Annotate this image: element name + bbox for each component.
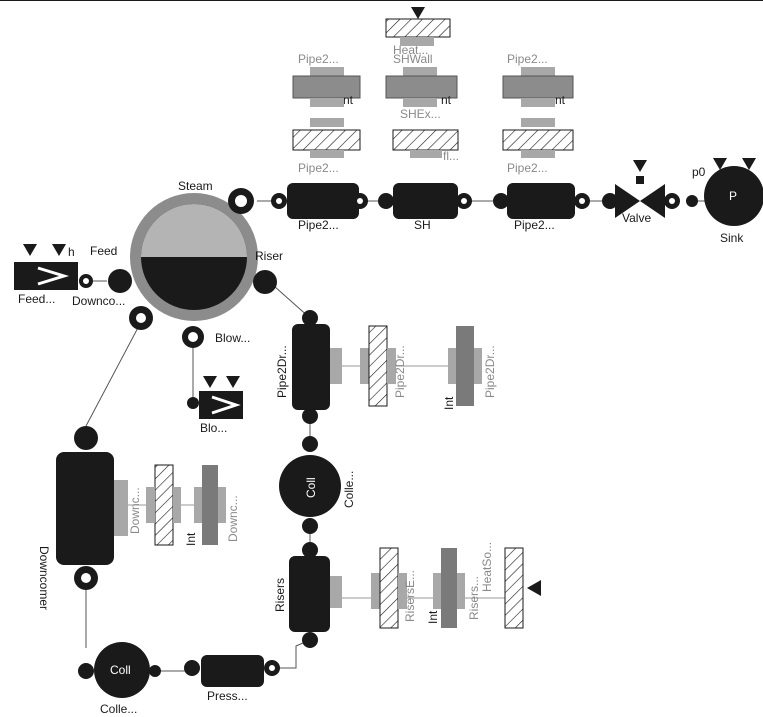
colle-bottom-label: Colle... xyxy=(100,702,137,716)
drum[interactable]: Steam Riser Feed Downco... Blow... xyxy=(72,179,283,348)
risers-wall-label: RisersE... xyxy=(403,570,417,622)
downc-ex-label: Downc... xyxy=(226,495,240,542)
sh-label: SH xyxy=(414,218,431,232)
p0-label: p0 xyxy=(692,165,706,179)
riser-label: Riser xyxy=(255,249,283,263)
heat-source-label: Heat... xyxy=(393,43,428,57)
sink[interactable]: P p0 Sink xyxy=(686,158,763,245)
pipe2-stack-left[interactable]: Pipe2... nt Pipe2... xyxy=(292,52,361,175)
sink-label: Sink xyxy=(720,231,744,245)
heatso-input-arrow-icon xyxy=(527,580,541,596)
heat-source-risers[interactable]: HeatSo... xyxy=(480,542,541,629)
blow-label: Blow... xyxy=(215,331,250,345)
pipe2dr[interactable]: Pipe2Dr... Pipe2Dr... Int Pipe2Dr... xyxy=(275,310,497,424)
blo-input-arrow-icon xyxy=(203,376,217,388)
heatso-label: HeatSo... xyxy=(480,542,494,592)
risers[interactable]: Risers RisersE... Int Risers... xyxy=(273,542,481,648)
downco-label: Downco... xyxy=(72,294,125,308)
nt-label-mid: nt xyxy=(441,93,452,107)
pipe2-mid-label-left: Pipe2... xyxy=(298,161,339,175)
coll-bottom-label: Coll xyxy=(110,663,131,677)
downc-wall-label: Downc... xyxy=(128,487,142,534)
pipe2-steam-c[interactable]: Pipe2... xyxy=(493,183,590,232)
valve[interactable]: Valve xyxy=(602,160,680,225)
press-label: Press... xyxy=(207,689,248,703)
pipe2-stack-right[interactable]: Pipe2... nt Pipe2... xyxy=(502,52,574,175)
sink-input-arrow-2-icon xyxy=(742,158,756,170)
pipe2-a-label: Pipe2... xyxy=(298,218,339,232)
pipe2-c-label: Pipe2... xyxy=(514,218,555,232)
blo-label: Blo... xyxy=(200,421,227,435)
nt-label-right: nt xyxy=(555,93,566,107)
pipe2-steam-a[interactable]: Pipe2... xyxy=(271,183,368,232)
feed-top-label: Feed xyxy=(90,244,117,258)
feed-input-arrow-2-icon xyxy=(52,244,66,256)
collector-bottom[interactable]: Coll Colle... xyxy=(78,642,161,716)
sh-stack[interactable]: SHWall nt SHEx... fl... xyxy=(385,52,459,163)
risers-ex-label: Risers... xyxy=(467,576,481,620)
pipe2dr-wall-label: Pipe2Dr... xyxy=(393,345,407,398)
sink-p-label: P xyxy=(729,189,737,203)
feed-label: Feed... xyxy=(18,292,55,306)
int-label-b: Int xyxy=(184,532,198,546)
blo-input-arrow-2-icon xyxy=(226,376,240,388)
feed-source[interactable]: h Feed... xyxy=(14,244,93,306)
pressure-drop[interactable]: Press... xyxy=(184,655,280,703)
nt-label-left: nt xyxy=(343,93,354,107)
pipe2-mid-label-right: Pipe2... xyxy=(507,161,548,175)
feed-h-label: h xyxy=(68,245,75,259)
colle-mid-label: Colle... xyxy=(342,471,356,508)
shex-label: SHEx... xyxy=(400,107,441,121)
downcomer-label: Downcomer xyxy=(37,546,51,610)
steam-label: Steam xyxy=(178,179,213,193)
int-label-a: Int xyxy=(442,396,456,410)
feed-input-arrow-icon xyxy=(23,244,37,256)
superheater[interactable]: SH xyxy=(378,183,472,232)
downcomer[interactable]: Downcomer Downc... Int Downc... xyxy=(37,426,240,610)
pipe2dr-ex-label: Pipe2Dr... xyxy=(483,345,497,398)
fl-label: fl... xyxy=(443,149,459,163)
coll-mid-label: Coll xyxy=(304,477,318,498)
pipe2-top-label-right: Pipe2... xyxy=(507,52,548,66)
heat-source-top[interactable]: Heat... xyxy=(385,7,451,57)
collector-mid[interactable]: Coll Colle... xyxy=(279,436,356,534)
shwall-label: SHWall xyxy=(393,52,433,66)
risers-label: Risers xyxy=(273,578,287,612)
sink-input-arrow-icon xyxy=(713,158,727,170)
valve-label: Valve xyxy=(622,211,651,225)
int-label-c: Int xyxy=(426,610,440,624)
pipe2-top-label-left: Pipe2... xyxy=(298,52,339,66)
pipe2dr-label: Pipe2Dr... xyxy=(275,345,289,398)
blowdown-sink[interactable]: Blo... xyxy=(187,376,243,435)
valve-input-arrow-icon xyxy=(633,160,647,172)
input-arrow-icon xyxy=(411,7,425,19)
